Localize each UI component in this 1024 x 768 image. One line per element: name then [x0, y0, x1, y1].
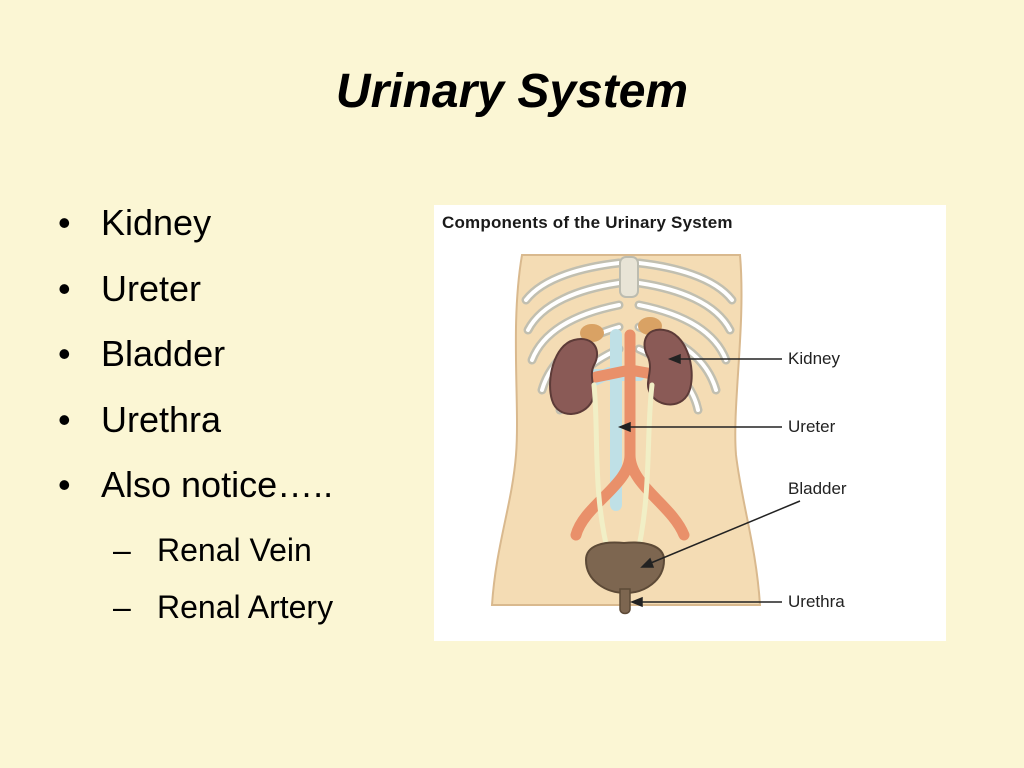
left-ureter	[591, 382, 613, 563]
bullet-list: Kidney Ureter Bladder Urethra Also notic…	[58, 190, 333, 636]
sub-bullet-renal-artery: Renal Artery	[113, 579, 333, 636]
sternum	[619, 256, 639, 298]
pointer-lines	[617, 353, 801, 608]
bullet-also-notice-text: Also notice…..	[101, 464, 334, 505]
bullet-ureter: Ureter	[58, 256, 333, 322]
sub-bullet-list: Renal Vein Renal Artery	[101, 522, 333, 636]
bladder-shape	[584, 541, 666, 595]
slide-title: Urinary System	[335, 65, 689, 118]
right-ureter	[633, 382, 655, 563]
bullet-also-notice: Also notice….. Renal Vein Renal Artery	[58, 452, 333, 636]
bullet-urethra: Urethra	[58, 387, 333, 453]
figure-title: Components of the Urinary System	[442, 213, 733, 232]
label-bladder: Bladder	[788, 479, 847, 498]
label-kidney: Kidney	[788, 349, 840, 368]
renal-artery	[570, 329, 690, 541]
label-ureter: Ureter	[788, 417, 836, 436]
left-kidney	[549, 338, 599, 415]
left-adrenal-gland	[580, 324, 604, 342]
urethra-shape	[619, 588, 631, 615]
bullet-kidney: Kidney	[58, 190, 333, 256]
bullet-bladder: Bladder	[58, 321, 333, 387]
anatomy-illustration	[490, 254, 801, 615]
urinary-system-diagram: Components of the Urinary System Kidney …	[434, 205, 946, 641]
sub-bullet-renal-vein: Renal Vein	[113, 522, 333, 579]
label-urethra: Urethra	[788, 592, 845, 611]
